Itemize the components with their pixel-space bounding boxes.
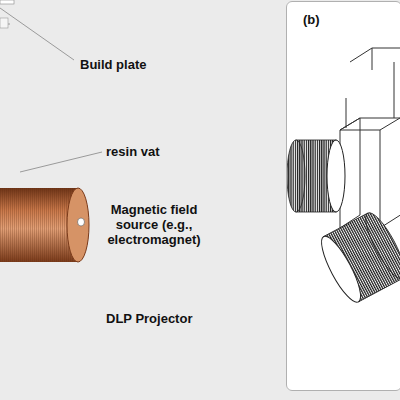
part-label: Build plate	[80, 57, 146, 72]
part-label: resin vat	[106, 144, 159, 159]
part-label: Magnetic field source (e.g., electromagn…	[102, 202, 206, 247]
electromagnet-coil	[287, 140, 345, 212]
leader-lines	[0, 8, 102, 172]
panel-letter: (b)	[303, 12, 385, 27]
part-label: DLP Projector	[106, 311, 192, 326]
panel-ground	[286, 1, 400, 391]
electromagnet-coil	[315, 208, 400, 306]
vat-frame	[340, 48, 400, 228]
panel-frame: (b)	[286, 1, 400, 391]
build-plate-edge	[0, 0, 14, 28]
electromagnet	[0, 188, 89, 262]
